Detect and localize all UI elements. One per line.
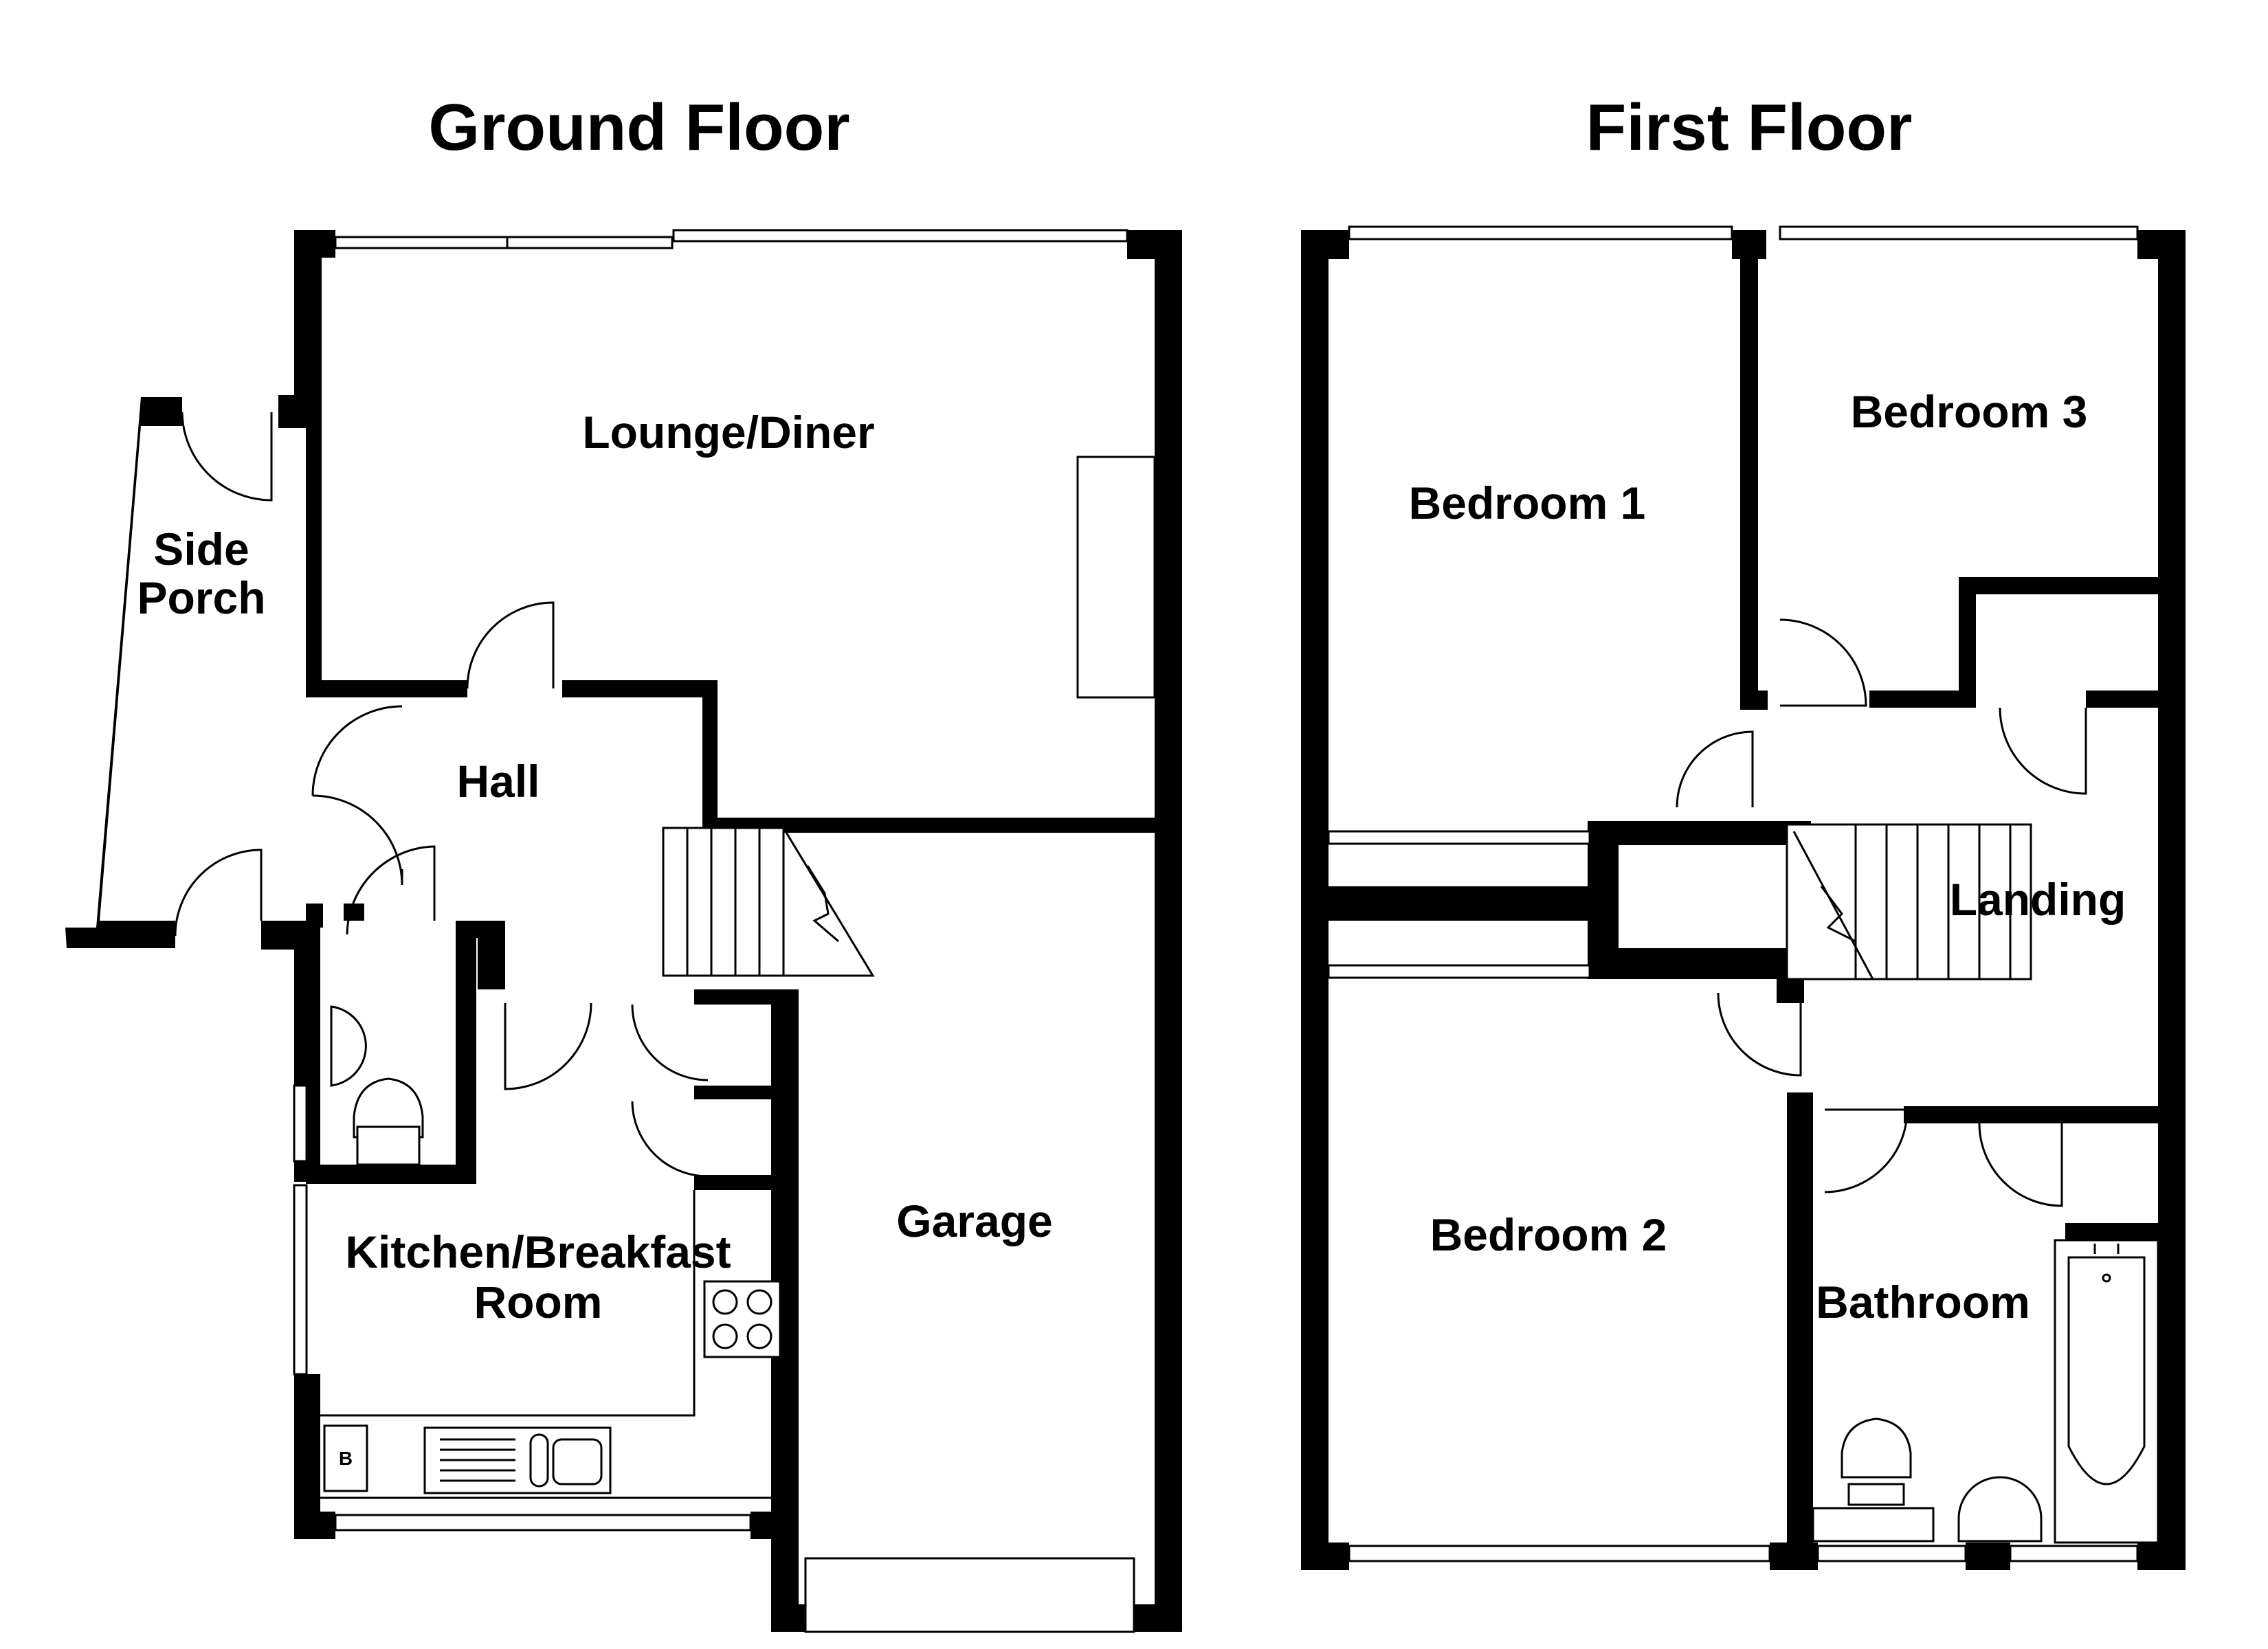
ground-floor-windows xyxy=(293,229,1129,1532)
first-floor-doors xyxy=(1676,618,2087,1207)
ground-floor-stairs xyxy=(662,827,875,977)
hob xyxy=(703,1280,781,1358)
ground-floor-plan: B Lounge/Diner Side Porch Hall Kitchen/B… xyxy=(65,229,1182,1633)
kitchen-fixtures: B xyxy=(320,1190,783,1499)
garage-door xyxy=(804,1557,1135,1633)
room-label-bathroom: Bathroom xyxy=(1816,1277,2030,1327)
basin xyxy=(1957,1476,2043,1543)
first-floor-windows xyxy=(1327,225,2139,1562)
first-floor-stairs xyxy=(1786,823,2032,980)
room-label-landing: Landing xyxy=(1950,874,2126,925)
first-floor-plan: Bedroom 1 Bedroom 3 Landing Bedroom 2 Ba… xyxy=(1301,225,2186,1570)
room-label-bedroom-2: Bedroom 2 xyxy=(1430,1209,1667,1260)
boiler xyxy=(323,1424,368,1492)
room-label-porch: Porch xyxy=(137,572,265,623)
room-label-bedroom-1: Bedroom 1 xyxy=(1409,478,1646,528)
room-label-garage: Garage xyxy=(896,1196,1052,1246)
room-label-bedroom-3: Bedroom 3 xyxy=(1851,386,2088,437)
ground-floor-walls xyxy=(65,230,1182,1632)
ground-floor-doors xyxy=(174,412,709,1178)
room-label-room: Room xyxy=(474,1277,603,1327)
bathroom-fixtures xyxy=(1812,1239,2159,1544)
lounge-chimney-breast xyxy=(1076,456,1156,699)
room-label-hall: Hall xyxy=(456,756,540,807)
ground-floor-title: Ground Floor xyxy=(428,91,849,164)
wc-fixtures xyxy=(330,1005,424,1166)
boiler-label: B xyxy=(339,1448,353,1469)
room-label-lounge-diner: Lounge/Diner xyxy=(582,407,874,458)
room-label-kitchen-breakfast: Kitchen/Breakfast xyxy=(345,1226,731,1277)
first-floor-title: First Floor xyxy=(1586,91,1913,164)
room-label-side: Side xyxy=(153,524,249,574)
